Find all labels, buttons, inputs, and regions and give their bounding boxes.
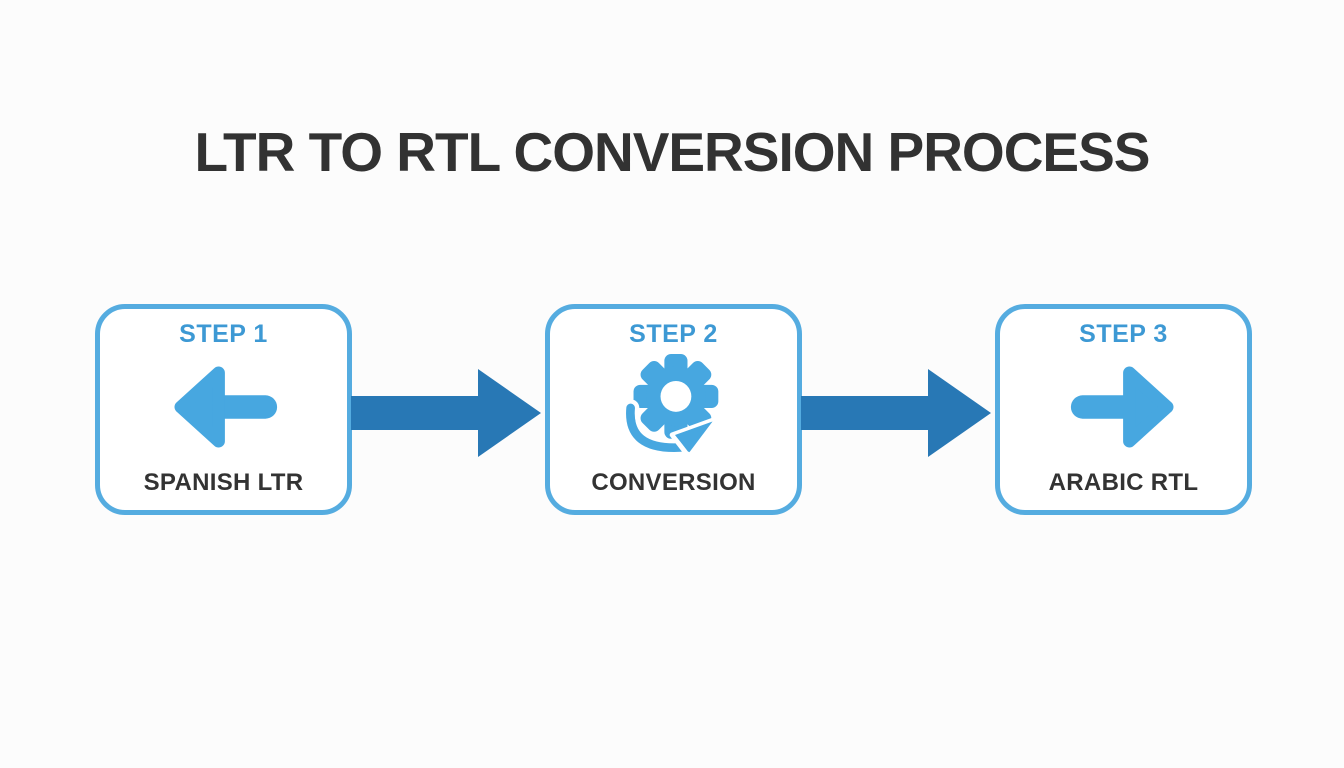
step-1-label: STEP 1 <box>179 320 268 348</box>
step-3-icon-wrap <box>1006 349 1241 469</box>
flow-arrow-right-icon <box>351 368 543 458</box>
step-card-2: STEP 2 CONVE <box>545 304 802 515</box>
page-title: LTR TO RTL CONVERSION PROCESS <box>194 121 1151 183</box>
step-card-3: STEP 3 ARABIC RTL <box>995 304 1252 515</box>
step-2-icon-wrap <box>556 349 791 469</box>
step-2-caption: CONVERSION <box>591 469 756 496</box>
step-card-1: STEP 1 SPANISH LTR <box>95 304 352 515</box>
step-3-caption: ARABIC RTL <box>1048 469 1199 496</box>
flow-arrow-right-icon <box>801 368 993 458</box>
step-1-icon-wrap <box>106 349 341 469</box>
arrow-left-icon <box>170 359 278 460</box>
step-2-label: STEP 2 <box>629 320 718 348</box>
arrow-right-icon <box>1070 359 1178 460</box>
gear-conversion-icon <box>621 350 727 469</box>
step-3-label: STEP 3 <box>1079 320 1168 348</box>
step-1-caption: SPANISH LTR <box>143 469 304 496</box>
